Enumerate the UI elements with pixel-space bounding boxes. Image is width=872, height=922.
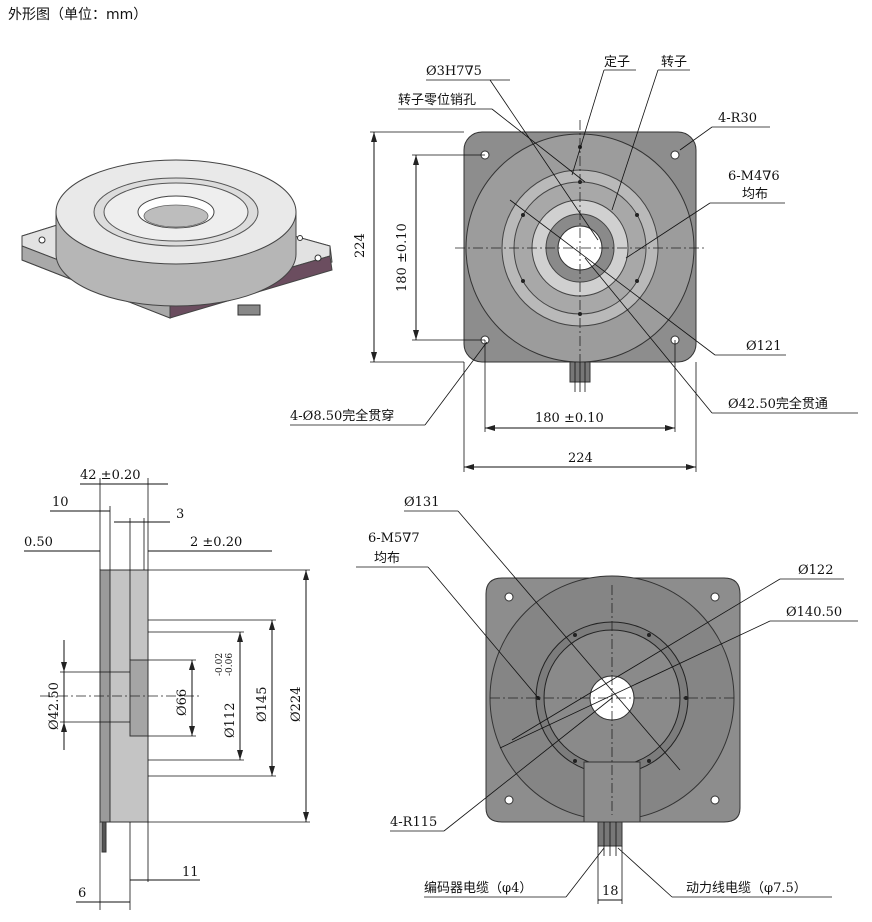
callout-bore: Ø42.50完全贯通: [728, 396, 828, 412]
side-view: Ø224 Ø145 Ø112 -0.02-0.06 Ø66 Ø42.50 42 …: [24, 468, 310, 910]
callout-tapped-holes: 6-M4∇6: [728, 169, 780, 184]
callout-dia-131: Ø131: [404, 495, 439, 510]
drawing-title: 外形图（单位：mm）: [8, 7, 148, 23]
dim-width-outer: 224: [568, 451, 593, 466]
dim-d6: 6: [78, 886, 86, 901]
callout-dia-121: Ø121: [746, 339, 781, 354]
dim-d050: 0.50: [24, 535, 53, 550]
dim-d112: Ø112: [223, 703, 238, 738]
dim-total-thickness: 42 ±0.20: [80, 468, 141, 483]
callout-encoder-cable: 编码器电缆（φ4）: [424, 880, 532, 896]
callout-dia-122: Ø122: [798, 563, 833, 578]
dim-bore: Ø42.50: [47, 682, 62, 730]
dim-height-outer: 224: [353, 233, 368, 258]
dim-d3: 3: [176, 507, 184, 522]
callout-rotor: 转子: [661, 55, 687, 70]
dim-height-inner: 180 ±0.10: [395, 223, 410, 292]
isometric-view: [21, 159, 333, 319]
callout-pin-hole-size: Ø3H7∇5: [426, 64, 482, 79]
callout-tapped-holes-b: 6-M5∇7: [368, 531, 420, 546]
dim-d224: Ø224: [289, 687, 304, 722]
dim-width-inner: 180 ±0.10: [535, 411, 604, 426]
callout-cable-gap: 18: [602, 884, 619, 899]
dim-d11: 11: [182, 865, 199, 880]
top-view: 224 180 ±0.10 180 ±0.10 224 Ø3H7∇5 转子零位销…: [290, 55, 858, 472]
callout-dia-140: Ø140.50: [786, 605, 842, 620]
dim-d2: 2 ±0.20: [190, 535, 242, 550]
bottom-view: 18 Ø131 6-M5∇7 均布 Ø122 Ø140.50 4-R115 编码…: [356, 495, 858, 904]
callout-corner-radius: 4-R30: [718, 111, 757, 126]
callout-tapped-holes-note: 均布: [742, 187, 768, 202]
callout-tapped-holes-b-note: 均布: [374, 551, 400, 566]
callout-power-cable: 动力线电缆（φ7.5）: [686, 880, 807, 896]
callout-rotor-zero-pin: 转子零位销孔: [398, 93, 476, 108]
callout-stator: 定子: [604, 55, 630, 70]
dim-d66: Ø66: [175, 689, 190, 716]
callout-through-holes: 4-Ø8.50完全贯穿: [290, 408, 394, 424]
dim-d112-tol: -0.02-0.06: [215, 653, 235, 676]
callout-radius: 4-R115: [390, 815, 437, 830]
dim-d145: Ø145: [255, 687, 270, 722]
dim-d10: 10: [52, 495, 69, 510]
